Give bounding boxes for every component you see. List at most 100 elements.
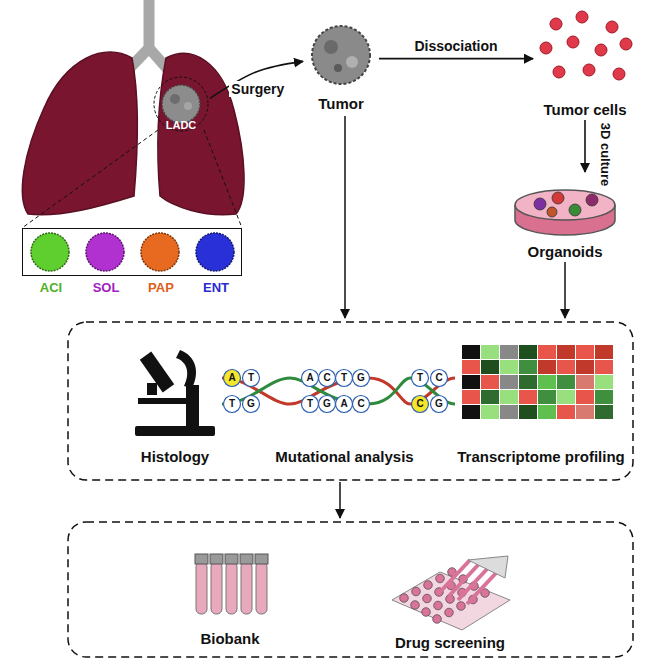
biobank-tubes-part [240,554,253,564]
biobank-node: Biobank [180,545,280,647]
microscope-icon-part [147,383,157,395]
base-letter: G [323,399,331,409]
dna-bases-part [353,396,370,413]
petri-dish-part [515,190,615,220]
heatmap-icon-part [595,390,613,404]
heatmap-icon-part [595,360,613,374]
heatmap-icon-part [481,390,499,404]
biobank-tubes-part [241,562,252,614]
screening-plate-part [457,602,466,611]
lung-illustration-part [170,94,180,104]
base-letter: C [435,373,442,383]
tumor-cells-icon [540,11,632,80]
heatmap-icon-part [538,345,556,359]
heatmap-icon-part [462,390,480,404]
subtype-blobs [31,233,234,271]
dissociation-arrow [379,58,533,60]
heatmap-icon-part [500,405,518,419]
edge-label: Dissociation [412,38,499,54]
heatmap-icon-part [462,405,480,419]
dna-bases-part [319,396,336,413]
dna-bases-part [353,370,370,387]
dna-bases-part [412,370,429,387]
heatmap-icon-part [500,360,518,374]
flow-arrows-part [564,262,566,318]
heatmap-icon-part [462,375,480,389]
heatmap-icon-part [481,375,499,389]
tumor-cells-icon-part [576,11,588,23]
screening-plate-part [468,556,508,578]
flow-arrows-part [344,116,346,318]
heatmap-icon-part [595,345,613,359]
subtype-leader [22,130,242,228]
base-letter: A [306,373,313,383]
heatmap-icon-part [538,405,556,419]
dna-bases-part [243,396,260,413]
node-caption: Organoids [527,243,602,260]
node-caption: Biobank [200,630,259,647]
tumor-icon-part [312,26,370,84]
biobank-tubes-part [195,554,208,564]
screening-plate-part [400,594,409,603]
base-letter: T [417,373,423,383]
heatmap-icon-part [557,375,575,389]
screening-plate-part [434,601,443,610]
base-letter: G [435,399,443,409]
screening-plate-part [433,615,442,624]
dna-bases-part [302,396,319,413]
petri-dish [515,190,615,235]
biobank-tubes-part [210,554,223,564]
petri-dish-part [586,194,598,206]
edge-label: Surgery [229,81,286,97]
heatmap-icon-part [519,405,537,419]
base-letter: T [248,373,254,383]
screening-plate-part [436,574,445,583]
biobank-tubes [195,554,268,614]
dna-bases-part [412,396,429,413]
dna-bases-part [243,370,260,387]
transcriptome-node: Transcriptome profiling [454,338,628,465]
petri-dish-part [569,204,581,216]
screening-plate-part [424,581,433,590]
heatmap-icon-part [481,345,499,359]
base-letter: T [229,399,235,409]
dna-bases-part [336,370,353,387]
heatmap-icon-part [500,375,518,389]
subtype-label: SOL [93,281,120,296]
tumor-icon [312,26,370,84]
biobank-tubes-part [211,562,222,614]
node-caption: Tumor cells [543,101,626,118]
heatmap-icon-part [557,405,575,419]
tumor-cells-icon-part [620,38,632,50]
lung-illustration-part [22,52,137,215]
base-letter: C [357,399,364,409]
lung-illustration [22,0,244,215]
tumor-cells-icon-part [550,18,562,30]
subtype-blobs-part [196,233,234,271]
base-letter: G [357,373,365,383]
subtype-blobs-part [31,233,69,271]
heatmap-icon-part [595,405,613,419]
petri-dish-part [552,192,564,204]
dna-bases-part [319,370,336,387]
heatmap-icon-part [481,405,499,419]
dna-bases-part [336,396,353,413]
tumor-icon-part [324,40,338,54]
microscope-icon-part [186,385,199,429]
tumor-cells-icon-part [553,66,565,78]
node-caption: Drug screening [395,634,505,651]
culture-arrow [584,120,586,172]
node-caption: LADC [166,119,197,132]
screening-plate-part [467,572,497,604]
subtype-label: ENT [203,281,229,296]
base-letter: A [340,399,347,409]
lung-illustration-part [158,53,244,214]
dna-bases-part [431,396,448,413]
base-letter: C [416,399,423,409]
lung-illustration-part [154,77,208,131]
dna-bases-part [224,370,241,387]
heatmap-icon-part [576,345,594,359]
subtype-box: ACISOLPAPENT [22,228,242,276]
tumor-cells-icon-part [606,21,618,33]
dna-bases [224,370,448,413]
